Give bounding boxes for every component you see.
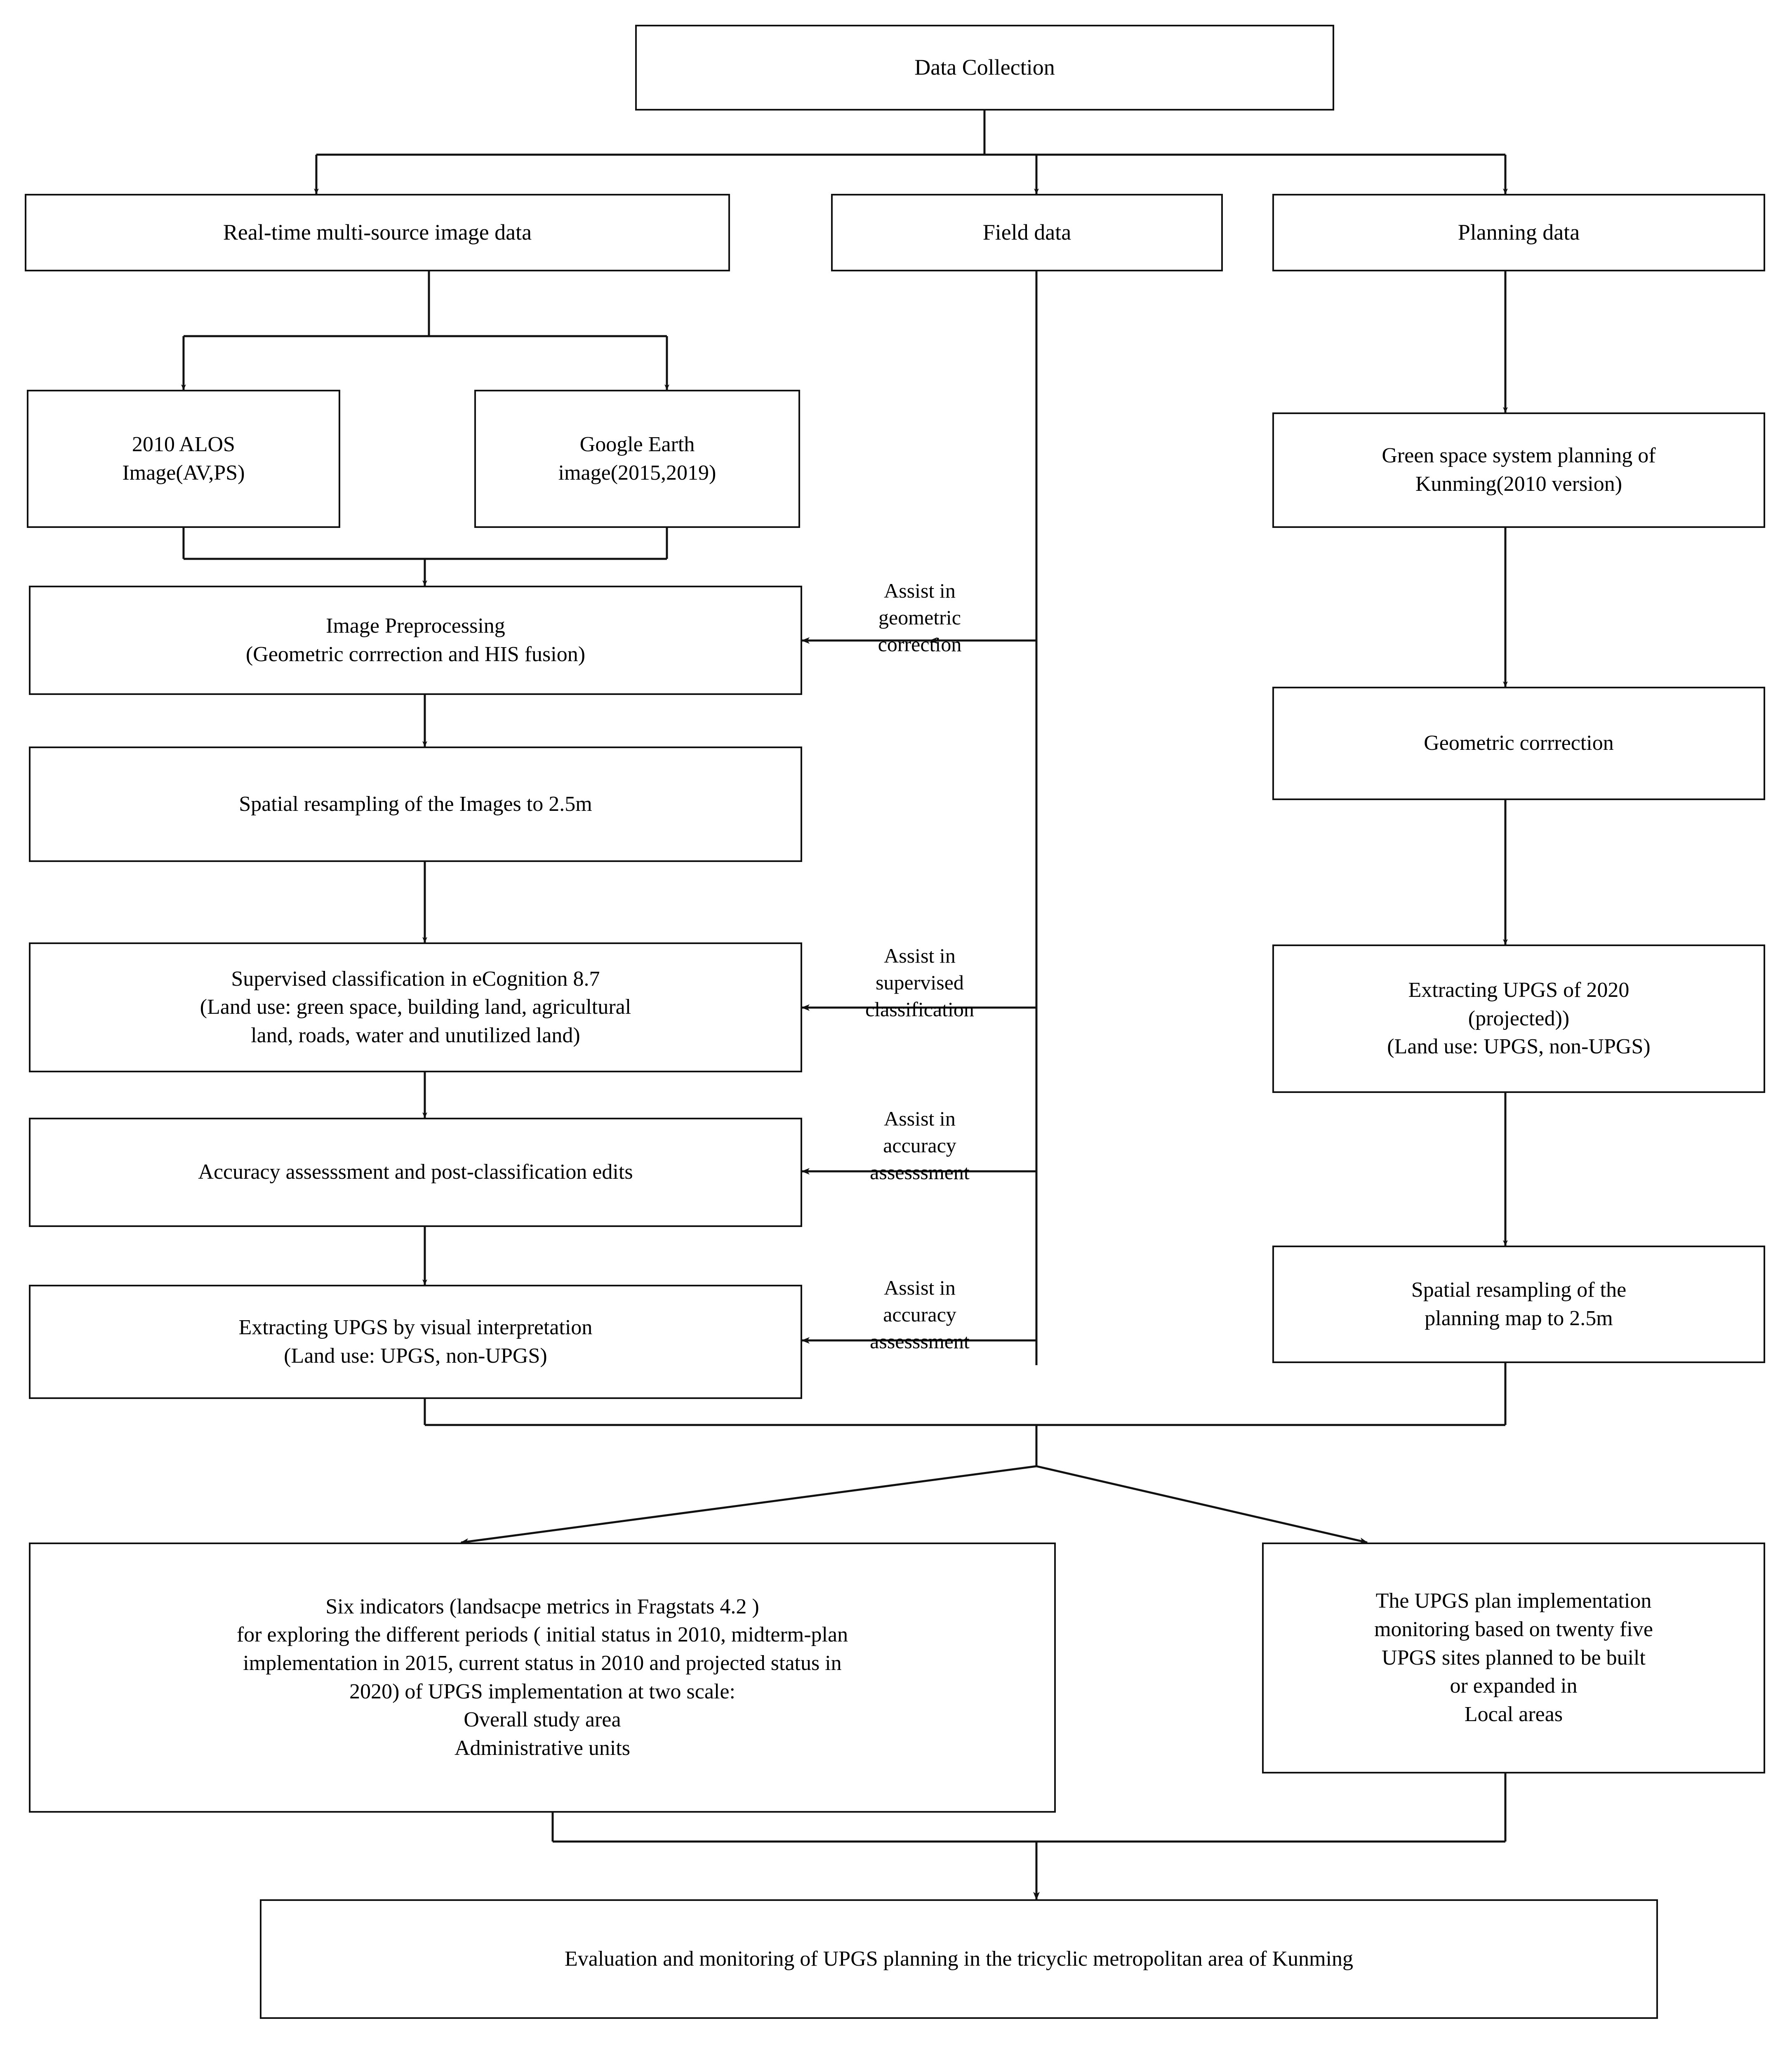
node-data-collection-label: Data Collection — [914, 55, 1055, 80]
node-planning-data[interactable]: Planning data — [1272, 194, 1765, 271]
node-spatial-resampling-images[interactable]: Spatial resampling of the Images to 2.5m — [29, 747, 802, 862]
node-accuracy-assessment-label: Accuracy assesssment and post-classifica… — [198, 1160, 633, 1184]
node-upgs-monitoring-label: The UPGS plan implementation monitoring … — [1374, 1589, 1653, 1726]
node-spatial-resampling-plan-label: Spatial resampling of the planning map t… — [1411, 1278, 1627, 1330]
node-spatial-resampling-plan[interactable]: Spatial resampling of the planning map t… — [1272, 1246, 1765, 1363]
node-green-space-plan-label: Green space system planning of Kunming(2… — [1382, 444, 1656, 496]
node-final-output-label: Evaluation and monitoring of UPGS planni… — [564, 1947, 1354, 1971]
node-final-output[interactable]: Evaluation and monitoring of UPGS planni… — [260, 1899, 1658, 2019]
node-planning-data-label: Planning data — [1458, 220, 1580, 245]
node-extracting-upgs-2020-label: Extracting UPGS of 2020 (projected)) (La… — [1387, 978, 1651, 1059]
node-extracting-upgs-visual-label: Extracting UPGS by visual interpretation… — [238, 1315, 593, 1368]
node-spatial-resampling-images-label: Spatial resampling of the Images to 2.5m — [239, 792, 592, 816]
node-alos-image-label: 2010 ALOS Image(AV,PS) — [122, 432, 245, 485]
node-extracting-upgs-2020[interactable]: Extracting UPGS of 2020 (projected)) (La… — [1272, 944, 1765, 1093]
label-assist-accuracy-assessment-2: Assist in accuracy assesssment — [870, 1276, 970, 1353]
node-image-preprocessing[interactable]: Image Preprocessing (Geometric corrrecti… — [29, 586, 802, 695]
node-supervised-classification-label: Supervised classification in eCognition … — [200, 967, 631, 1047]
node-accuracy-assessment[interactable]: Accuracy assesssment and post-classifica… — [29, 1118, 802, 1227]
label-assist-supervised-classification: Assist in supervised classification — [865, 944, 974, 1021]
node-alos-image[interactable]: 2010 ALOS Image(AV,PS) — [27, 390, 340, 528]
node-extracting-upgs-visual[interactable]: Extracting UPGS by visual interpretation… — [29, 1285, 802, 1399]
node-geometric-correction-label: Geometric corrrection — [1424, 731, 1614, 755]
node-geometric-correction[interactable]: Geometric corrrection — [1272, 687, 1765, 800]
node-image-preprocessing-label: Image Preprocessing (Geometric corrrecti… — [245, 614, 586, 666]
node-realtime-image-data-label: Real-time multi-source image data — [223, 220, 532, 245]
node-six-indicators[interactable]: Six indicators (landsacpe metrics in Fra… — [29, 1543, 1056, 1813]
node-upgs-monitoring[interactable]: The UPGS plan implementation monitoring … — [1262, 1543, 1765, 1773]
label-assist-accuracy-assessment-1: Assist in accuracy assesssment — [870, 1107, 970, 1184]
node-field-data[interactable]: Field data — [831, 194, 1223, 271]
label-assist-geometric-correction: Assist in geometric correction — [878, 579, 962, 656]
node-six-indicators-label: Six indicators (landsacpe metrics in Fra… — [236, 1594, 848, 1760]
node-supervised-classification[interactable]: Supervised classification in eCognition … — [29, 942, 802, 1072]
node-data-collection[interactable]: Data Collection — [635, 25, 1334, 111]
node-google-earth-image-label: Google Earth image(2015,2019) — [558, 432, 716, 485]
node-green-space-plan[interactable]: Green space system planning of Kunming(2… — [1272, 412, 1765, 528]
node-realtime-image-data[interactable]: Real-time multi-source image data — [25, 194, 730, 271]
node-field-data-label: Field data — [982, 220, 1071, 245]
node-google-earth-image[interactable]: Google Earth image(2015,2019) — [474, 390, 800, 528]
